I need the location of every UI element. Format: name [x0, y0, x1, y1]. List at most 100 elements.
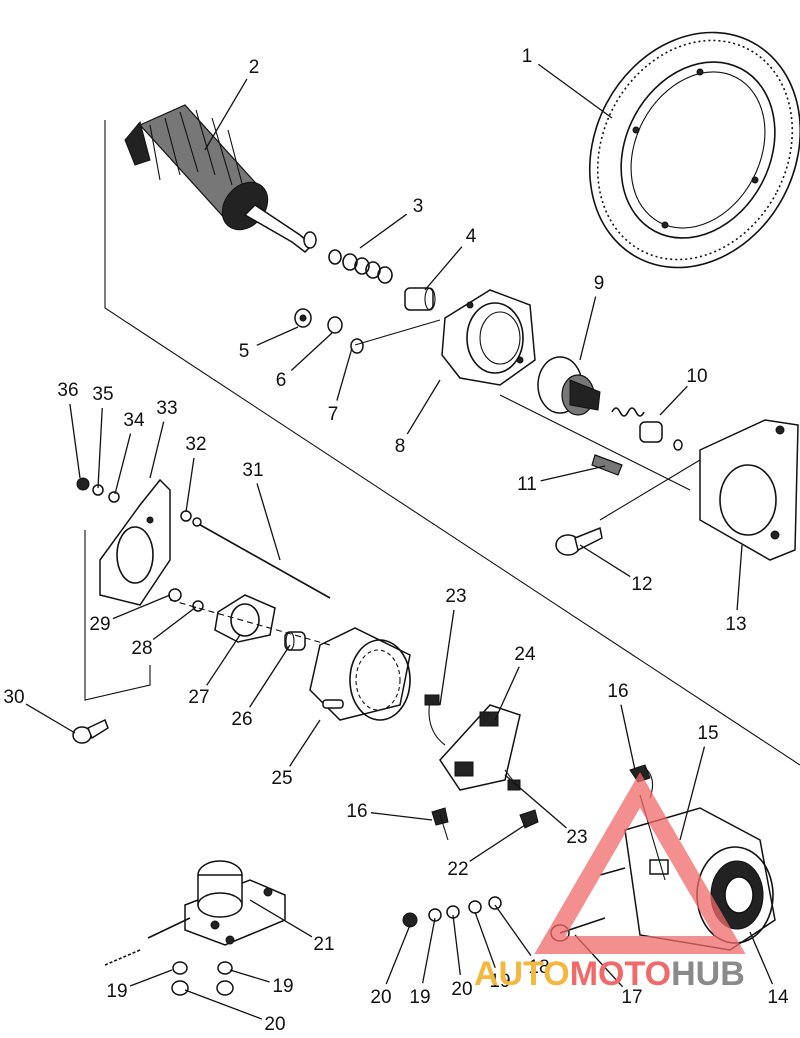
part-label-14: 14 — [767, 987, 789, 1008]
rear-bracket-part — [99, 478, 171, 606]
leader-line-3 — [359, 213, 408, 249]
part-label-24: 24 — [514, 644, 536, 665]
part-label-15: 15 — [697, 723, 718, 744]
part-label-16b: 16 — [346, 801, 367, 822]
leader-line-16a — [620, 704, 636, 771]
leader-line-2 — [204, 78, 248, 151]
yoke-part — [309, 627, 411, 721]
part-label-18: 18 — [528, 957, 549, 978]
leader-line-34 — [114, 433, 132, 495]
part-label-19d: 19 — [272, 976, 293, 997]
part-label-21: 21 — [313, 934, 334, 955]
leader-line-26 — [249, 644, 291, 708]
spring-collar-part — [611, 407, 683, 451]
part-label-22: 22 — [447, 859, 468, 880]
small-washers-part — [294, 308, 364, 354]
leader-line-19c — [129, 969, 173, 987]
part-label-2: 2 — [249, 57, 260, 78]
armature-part — [124, 104, 317, 253]
leader-line-21 — [249, 899, 313, 938]
part-label-32: 32 — [185, 434, 206, 455]
leader-line-20a — [452, 914, 461, 976]
part-label-30: 30 — [3, 687, 24, 708]
watermark-text-moto: MOTO — [570, 955, 671, 993]
part-label-17: 17 — [621, 987, 642, 1008]
watermark-text-hub: HUB — [671, 955, 745, 993]
leader-line-10 — [659, 385, 688, 416]
automotohub-watermark: AUTOMOTOHUB — [474, 772, 746, 993]
part-label-9: 9 — [594, 273, 605, 294]
svg-text:AUTOMOTOHUB: AUTOMOTOHUB — [474, 955, 745, 993]
leader-line-6 — [290, 332, 333, 371]
part-label-36: 36 — [57, 380, 78, 401]
assembly-lines — [84, 120, 800, 881]
leader-line-23a — [439, 609, 455, 706]
part-label-6: 6 — [276, 370, 287, 391]
part-label-20b: 20 — [370, 987, 391, 1008]
part-label-23a: 23 — [445, 586, 466, 607]
leader-line-19b — [421, 917, 436, 984]
terminal-part — [519, 809, 539, 829]
ring-gear-part — [588, 31, 800, 269]
part-label-29: 29 — [89, 614, 110, 635]
leader-line-18 — [494, 904, 532, 956]
leader-line-25 — [289, 719, 321, 767]
part-label-3: 3 — [413, 196, 424, 217]
leader-line-32 — [185, 457, 195, 513]
through-bolt-part — [192, 517, 331, 599]
watermark-text-auto: AUTO — [474, 955, 570, 993]
part-label-27: 27 — [188, 687, 209, 708]
leader-line-1 — [537, 63, 613, 119]
leader-line-19a — [474, 911, 496, 969]
leader-line-22 — [469, 824, 526, 862]
part-label-19b: 19 — [409, 987, 430, 1008]
leader-line-14 — [749, 931, 774, 985]
part-label-25: 25 — [271, 768, 292, 789]
part-label-16a: 16 — [607, 681, 628, 702]
leader-line-27 — [206, 634, 241, 686]
part-label-19c: 19 — [106, 981, 127, 1002]
watermark-triangle-icon — [534, 772, 746, 954]
leader-line-9 — [579, 296, 597, 361]
part-label-8: 8 — [395, 436, 406, 457]
mount-bracket-part — [699, 419, 799, 561]
part-label-10: 10 — [686, 366, 707, 387]
leader-line-11 — [540, 465, 606, 482]
part-label-5: 5 — [239, 341, 250, 362]
leader-line-5 — [256, 326, 299, 346]
part-label-19a: 19 — [489, 971, 510, 992]
leader-line-36 — [69, 403, 81, 479]
leader-line-23b — [504, 774, 567, 829]
leader-line-7 — [336, 347, 353, 401]
part-label-12: 12 — [631, 574, 652, 595]
leader-line-20c — [184, 989, 263, 1020]
part-label-20c: 20 — [264, 1014, 285, 1035]
part-label-34: 34 — [123, 410, 145, 431]
leader-line-8 — [406, 379, 441, 435]
leader-line-13 — [736, 544, 743, 611]
mounting-bolt-part — [555, 526, 603, 556]
part-label-31: 31 — [242, 460, 263, 481]
leader-line-33 — [149, 421, 165, 479]
part-label-26: 26 — [231, 709, 252, 730]
part-label-11: 11 — [517, 474, 537, 495]
part-label-7: 7 — [328, 404, 339, 425]
part-label-20a: 20 — [451, 979, 472, 1000]
leader-line-15 — [679, 746, 706, 841]
leader-line-4 — [424, 246, 463, 291]
bracket-hardware-part — [76, 477, 192, 522]
leader-line-31 — [256, 483, 281, 561]
brush-holder-part — [424, 694, 521, 791]
leader-line-19d — [229, 969, 270, 983]
part-label-23b: 23 — [566, 827, 587, 848]
leader-line-12 — [579, 544, 631, 578]
part-label-13: 13 — [725, 614, 746, 635]
drive-end-plate-part — [441, 289, 536, 386]
part-label-35: 35 — [92, 384, 113, 405]
leader-line-29 — [112, 594, 171, 620]
leader-line-20b — [385, 924, 411, 985]
solenoid-part — [104, 860, 286, 966]
cap-bolt-part — [168, 588, 204, 612]
washer-set-part — [328, 249, 393, 284]
